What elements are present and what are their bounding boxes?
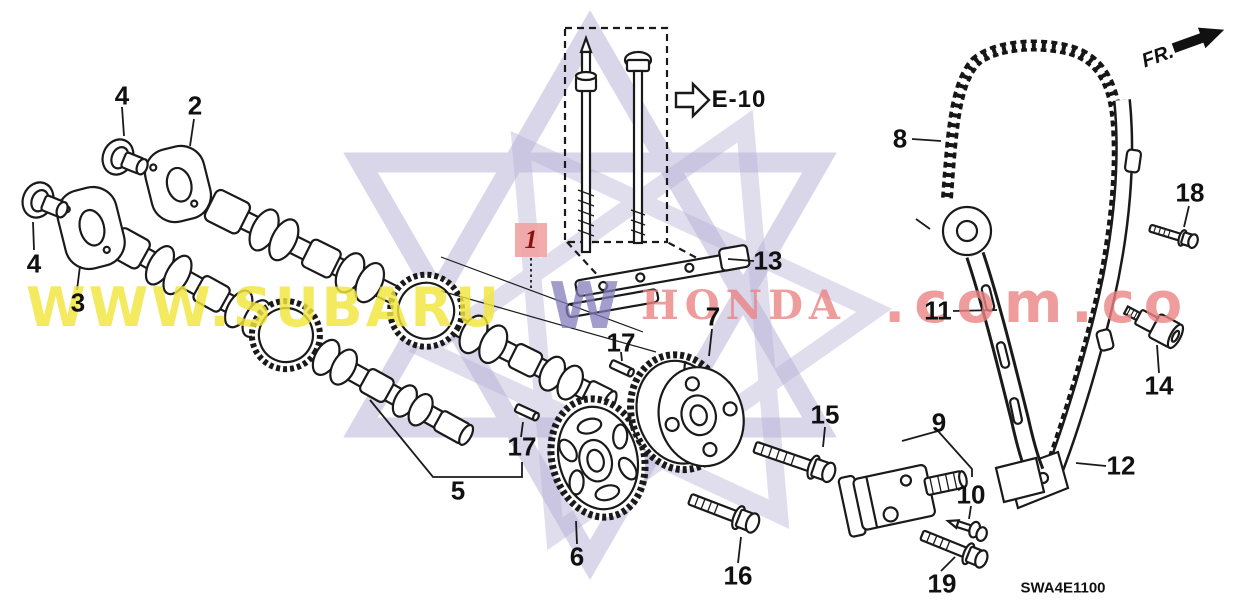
part-callout-17-lower: 17 — [507, 431, 537, 462]
part-callout-9: 9 — [931, 407, 947, 438]
flange-bolt-16-drawing — [687, 493, 761, 534]
watermark-text-red-tail: .com.co — [884, 271, 1192, 336]
part-callout-4-lower: 4 — [26, 248, 42, 279]
part-callout-4-upper: 4 — [114, 80, 130, 111]
e10-reference-label: E-10 — [711, 86, 767, 113]
part-callout-12: 12 — [1106, 450, 1136, 481]
part-callout-3: 3 — [70, 287, 86, 318]
bolt-18-drawing — [1148, 224, 1199, 250]
diagram-code: SWA4E1100 — [1020, 579, 1106, 597]
part-callout-14: 14 — [1144, 370, 1174, 401]
e10-dashed-box — [563, 26, 711, 293]
part-callout-19: 19 — [927, 568, 957, 599]
stud-bolt-left-drawing — [574, 34, 598, 254]
part-callout-13: 13 — [753, 245, 783, 276]
flange-bolt-19-drawing — [919, 529, 989, 569]
leader-lines — [32, 106, 1190, 572]
watermark-text-purple: W — [549, 270, 620, 344]
part-callout-16: 16 — [723, 560, 753, 591]
part-callout-11: 11 — [924, 295, 952, 326]
part-callout-18: 18 — [1175, 177, 1205, 208]
guide-plate-13-drawing — [565, 244, 751, 319]
part-callout-15: 15 — [810, 399, 840, 430]
part-callout-10: 10 — [956, 479, 986, 510]
chain-tensioner-drawing — [837, 464, 968, 538]
plug-4-lower-drawing — [21, 181, 69, 219]
part-callout-7: 7 — [705, 301, 721, 332]
part-callout-6: 6 — [569, 541, 585, 572]
fr-arrow-icon — [1171, 27, 1225, 53]
cam-sprocket-drawing — [547, 395, 649, 521]
flange-bolt-15-drawing — [752, 441, 837, 484]
part-callout-2: 2 — [187, 90, 203, 121]
tensioner-arm-11-drawing — [941, 205, 1046, 504]
plug-4-upper-drawing — [101, 138, 149, 176]
dowel-pin-17-lower — [513, 403, 540, 422]
highlight-box — [515, 223, 547, 257]
part-callout-5: 5 — [450, 475, 466, 506]
watermark-text-yellow: WWW.SUBARU — [26, 276, 502, 339]
part-callout-17-upper: 17 — [606, 327, 636, 358]
chain-guide-12-drawing — [1006, 99, 1143, 510]
mounting-bolt-right-drawing — [623, 50, 653, 245]
plate-3-drawing — [56, 185, 126, 271]
dowel-pin-17-upper — [608, 359, 635, 378]
watermark-text-red-caps: HONDA — [641, 282, 846, 329]
socket-bolt-14-drawing — [1122, 304, 1185, 350]
screw-10-drawing — [945, 519, 988, 542]
part-callout-1-highlighted: 1 — [524, 225, 538, 254]
camshaft-rear-drawing — [203, 188, 618, 415]
e10-arrow-icon — [674, 81, 711, 119]
plate-2-drawing — [143, 144, 213, 224]
part-callout-8: 8 — [892, 123, 908, 154]
vtc-actuator-drawing — [627, 351, 745, 474]
